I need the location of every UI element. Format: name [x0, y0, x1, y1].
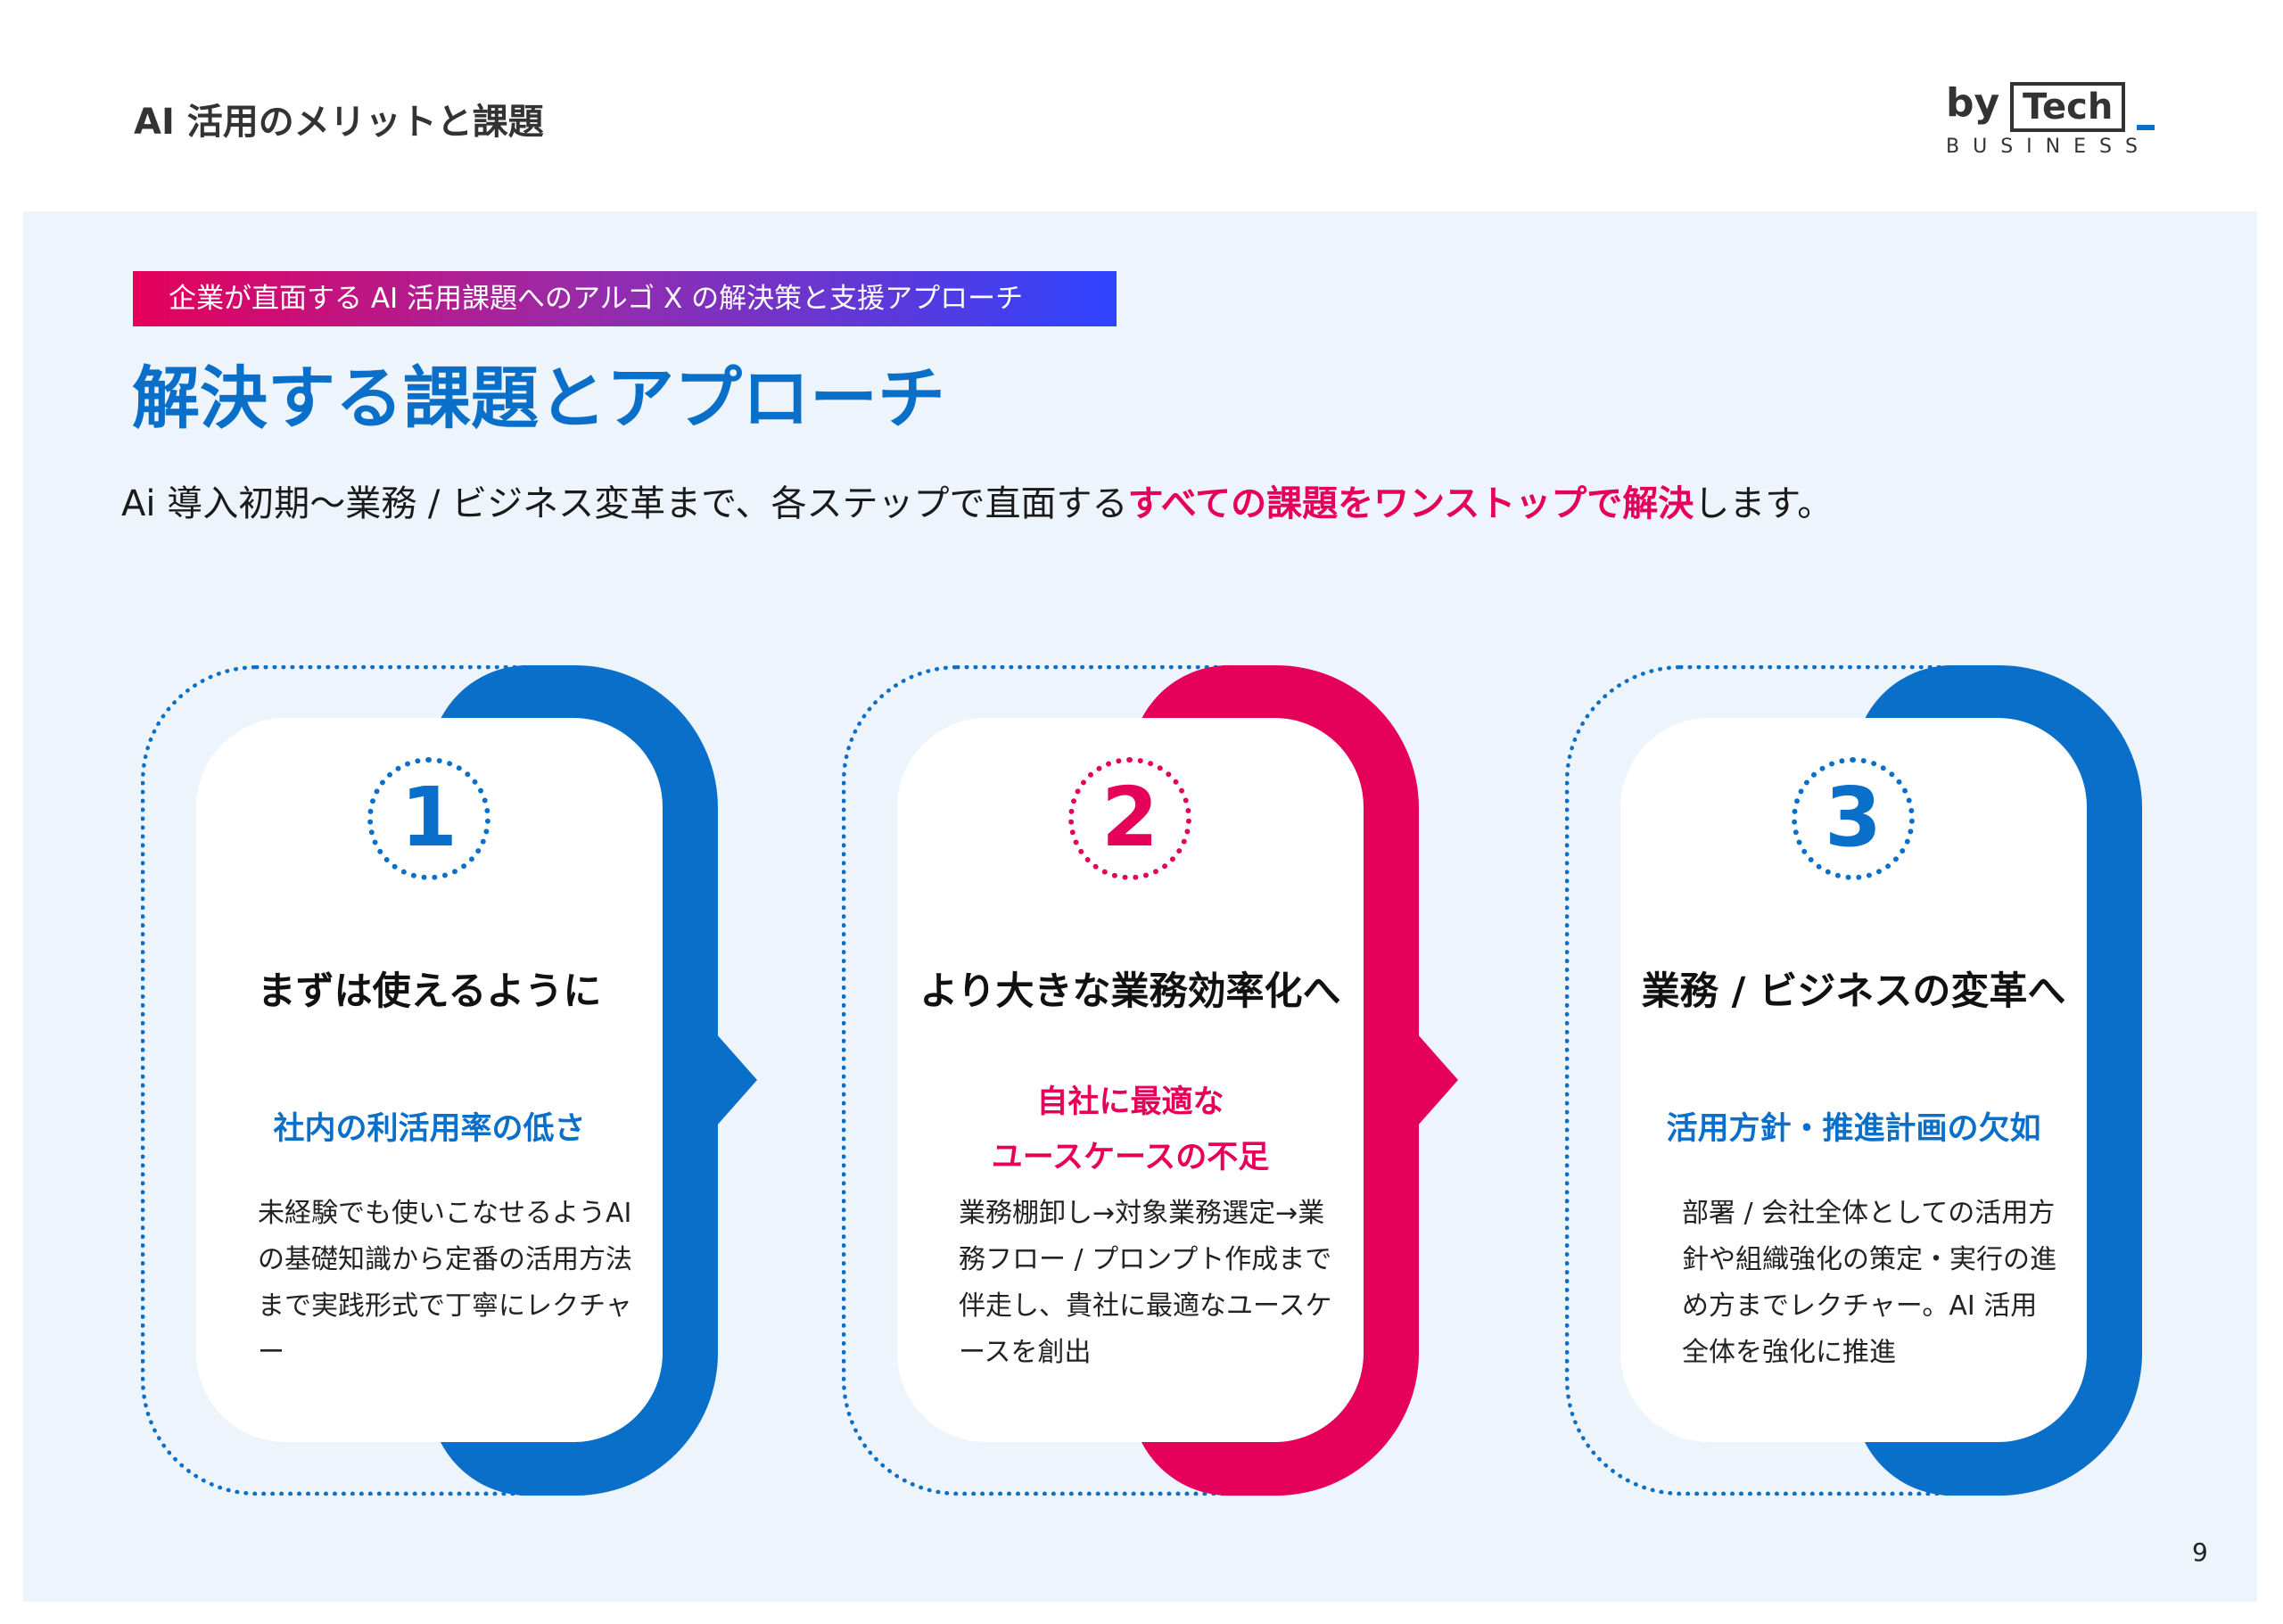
- issue-line: 自社に最適な: [1036, 1084, 1224, 1120]
- step-card-2: 2 より大きな業務効率化へ 自社に最適なユースケースの不足 業務棚卸し→対象業務…: [842, 665, 1484, 1496]
- lead-before: Ai 導入初期〜業務 / ビジネス変革まで、各ステップで直面する: [121, 483, 1128, 524]
- issue-line: 活用方針・推進計画の欠如: [1666, 1111, 2041, 1147]
- step-number: 1: [367, 757, 490, 880]
- bytech-business-logo: by Tech BUSINESS: [1946, 80, 2169, 161]
- step-issue: 自社に最適なユースケースの不足: [897, 1075, 1364, 1185]
- step-description: 未経験でも使いこなせるようAI の基礎知識から定番の活用方法まで実践形式で丁寧に…: [258, 1198, 632, 1368]
- step-issue: 活用方針・推進計画の欠如: [1620, 1101, 2087, 1157]
- step-number: 2: [1068, 757, 1191, 880]
- page-header-title: AI 活用のメリットと課題: [134, 102, 544, 143]
- card-body: 2 より大きな業務効率化へ 自社に最適なユースケースの不足 業務棚卸し→対象業務…: [897, 718, 1364, 1442]
- step-card-3: 3 業務 / ビジネスの変革へ 活用方針・推進計画の欠如 部署 / 会社全体とし…: [1565, 665, 2207, 1496]
- lead-text: Ai 導入初期〜業務 / ビジネス変革まで、各ステップで直面するすべての課題をワ…: [121, 474, 1833, 526]
- logo-business: BUSINESS: [1946, 136, 2151, 158]
- page-number: 9: [2192, 1537, 2208, 1567]
- step-number: 3: [1792, 757, 1915, 880]
- step-description: 部署 / 会社全体としての活用方針や組織強化の策定・実行の進め方までレクチャー。…: [1682, 1198, 2056, 1368]
- card-body: 1 まずは使えるように 社内の利活用率の低さ 未経験でも使いこなせるようAI の…: [196, 718, 663, 1442]
- step-description: 業務棚卸し→対象業務選定→業務フロー / プロンプト作成まで伴走し、貴社に最適な…: [959, 1198, 1332, 1368]
- arrow-right-icon: [1417, 1034, 1458, 1126]
- arrow-right-icon: [716, 1034, 757, 1126]
- logo-tech: Tech: [2010, 82, 2126, 132]
- lead-after: します。: [1694, 483, 1834, 524]
- issue-line: 社内の利活用率の低さ: [273, 1111, 586, 1147]
- step-heading: まずは使えるように: [257, 969, 602, 1014]
- step-issue: 社内の利活用率の低さ: [196, 1101, 663, 1157]
- section-banner: 企業が直面する AI 活用課題へのアルゴ X の解決策と支援アプローチ: [133, 271, 1117, 326]
- card-body: 3 業務 / ビジネスの変革へ 活用方針・推進計画の欠如 部署 / 会社全体とし…: [1620, 718, 2087, 1442]
- step-card-1: 1 まずは使えるように 社内の利活用率の低さ 未経験でも使いこなせるようAI の…: [141, 665, 783, 1496]
- step-heading: より大きな業務効率化へ: [919, 969, 1341, 1014]
- step-heading: 業務 / ビジネスの変革へ: [1641, 969, 2066, 1014]
- logo-by: by: [1946, 80, 2000, 126]
- section-title: 解決する課題とアプローチ: [132, 359, 945, 438]
- issue-line: ユースケースの不足: [991, 1140, 1270, 1175]
- logo-underscore: [2137, 125, 2155, 130]
- lead-highlight: すべての課題をワンストップで解決: [1127, 483, 1694, 524]
